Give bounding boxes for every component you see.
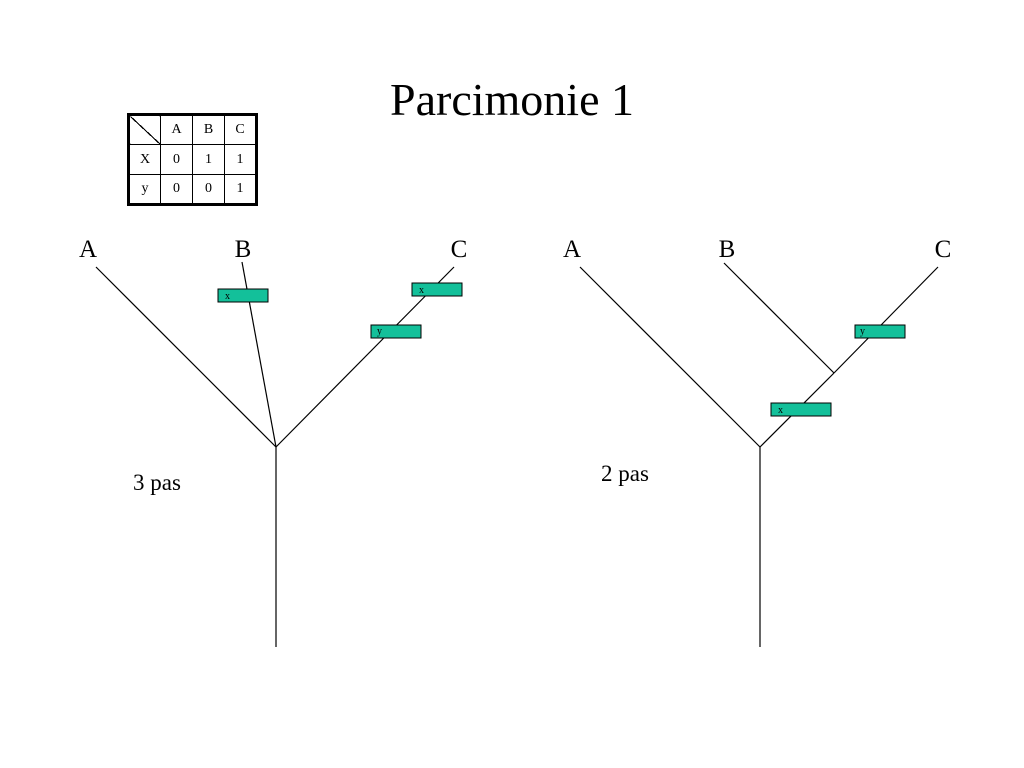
tree-1-leaf-labels: A B C bbox=[79, 236, 467, 263]
slide-title: Parcimonie 1 bbox=[390, 74, 634, 125]
tree-1-branch-c bbox=[275, 266, 455, 448]
tree-2-markers: y x bbox=[770, 324, 906, 417]
tree-1-markers: x x y bbox=[217, 282, 463, 339]
tree-2-leaf-a: A bbox=[563, 236, 581, 263]
marker-label: x bbox=[419, 285, 424, 296]
tree-1-leaf-c: C bbox=[451, 236, 468, 263]
tree-2-branch-b bbox=[723, 262, 835, 374]
table-row: y 0 0 1 bbox=[128, 174, 257, 205]
table-row-label: X bbox=[128, 144, 161, 175]
marker-label: y bbox=[377, 326, 382, 337]
tree-1-marker-x-on-b: x bbox=[217, 288, 269, 303]
tree-1 bbox=[95, 261, 455, 647]
table-cell: 0 bbox=[160, 174, 193, 205]
tree-2 bbox=[579, 262, 939, 647]
tree-1-leaf-b: B bbox=[235, 236, 252, 263]
tree-2-steps-label: 2 pas bbox=[601, 461, 649, 486]
marker-label: y bbox=[860, 326, 865, 337]
table-row-label: y bbox=[128, 174, 161, 205]
tree-2-marker-y-on-c: y bbox=[854, 324, 906, 339]
tree-2-branch-a bbox=[579, 266, 761, 448]
tree-1-branch-a bbox=[95, 266, 277, 448]
marker-label: x bbox=[225, 291, 230, 302]
tree-2-leaf-b: B bbox=[719, 236, 736, 263]
table-cell: 1 bbox=[224, 144, 257, 175]
tree-2-marker-x-on-bc: x bbox=[770, 402, 832, 417]
table-column-header: A bbox=[160, 114, 193, 145]
table-cell: 0 bbox=[192, 174, 225, 205]
tree-2-branch-c bbox=[833, 266, 939, 374]
tree-2-leaf-c: C bbox=[935, 236, 952, 263]
table-cell: 1 bbox=[224, 174, 257, 205]
marker-label: x bbox=[778, 405, 783, 416]
tree-1-marker-y-on-c: y bbox=[370, 324, 422, 339]
tree-1-steps-label: 3 pas bbox=[133, 470, 181, 495]
character-state-table: A B C X 0 1 1 y 0 0 1 bbox=[127, 113, 258, 206]
table-column-header: C bbox=[224, 114, 257, 145]
tree-1-leaf-a: A bbox=[79, 236, 97, 263]
table-cell: 0 bbox=[160, 144, 193, 175]
tree-1-marker-x-on-c: x bbox=[411, 282, 463, 297]
tree-2-leaf-labels: A B C bbox=[563, 236, 951, 263]
